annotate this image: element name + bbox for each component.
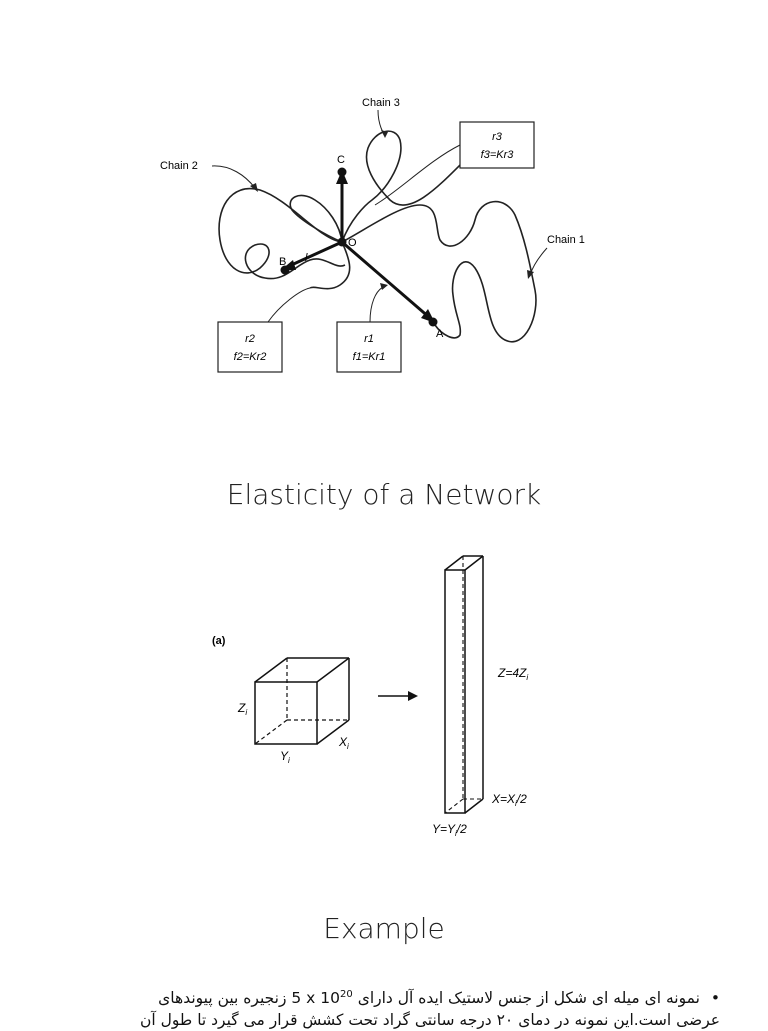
chain-2-label: Chain 2 — [160, 160, 198, 172]
section-title-elasticity: Elasticity of a Network — [226, 478, 542, 511]
network-chains-figure: O A B C l Chain 3 Chain 2 Chain 1 r3 f3=… — [160, 97, 585, 373]
point-b-label: B — [279, 256, 286, 268]
example-line-2: عرضی است.این نمونه در دمای ۲۰ درجه سانتی… — [140, 1011, 720, 1030]
chain-3-label: Chain 3 — [362, 97, 400, 109]
box-r3-f: f3=Kr3 — [481, 149, 515, 161]
box-r2-r: r2 — [245, 333, 255, 345]
initial-z-label: Zi — [237, 701, 247, 717]
example-line-1: • نمونه ای میله ای شکل از جنس لاستیک اید… — [60, 984, 720, 1009]
point-c-label: C — [337, 154, 345, 166]
point-a-dot — [428, 317, 438, 327]
point-b-dot — [280, 265, 290, 275]
point-c-dot — [337, 167, 347, 177]
panel-label: (a) — [212, 635, 226, 647]
chain-lower-curve — [309, 241, 351, 290]
chain-2-curve — [218, 187, 346, 280]
vector-l-label: l — [305, 252, 308, 264]
box-r1-r: r1 — [364, 333, 374, 345]
initial-cube — [254, 657, 350, 745]
final-z-label: Z=4Zi — [497, 666, 528, 682]
box-r2-f: f2=Kr2 — [234, 351, 267, 363]
point-o-dot — [337, 237, 347, 247]
final-x-label: X=Xi/2 — [491, 792, 527, 808]
initial-y-label: Yi — [280, 749, 290, 765]
deformation-figure: (a) Zi Yi Xi Z=4Zi X= — [212, 555, 528, 838]
chain-2-upper — [289, 194, 343, 243]
example-line-1-post: زنجیره بین پیوندهای — [158, 989, 287, 1008]
section-title-example: Example — [323, 912, 445, 945]
chain-1-label: Chain 1 — [547, 234, 585, 246]
example-line-1-pre: نمونه ای میله ای شکل از جنس لاستیک ایده … — [357, 989, 700, 1008]
final-y-label: Y=Yi/2 — [432, 822, 467, 838]
initial-x-label: Xi — [338, 735, 349, 751]
point-o-label: O — [348, 237, 357, 249]
bullet-marker: • — [710, 989, 720, 1008]
chain-1-curve — [341, 200, 537, 343]
box-r3-r: r3 — [492, 131, 503, 143]
final-prism — [444, 555, 484, 814]
point-a-label: A — [436, 328, 444, 340]
chain-3-curve — [341, 130, 471, 243]
box-r1-f: f1=Kr1 — [353, 351, 386, 363]
example-chain-count: 5 x 1020 — [291, 989, 353, 1008]
